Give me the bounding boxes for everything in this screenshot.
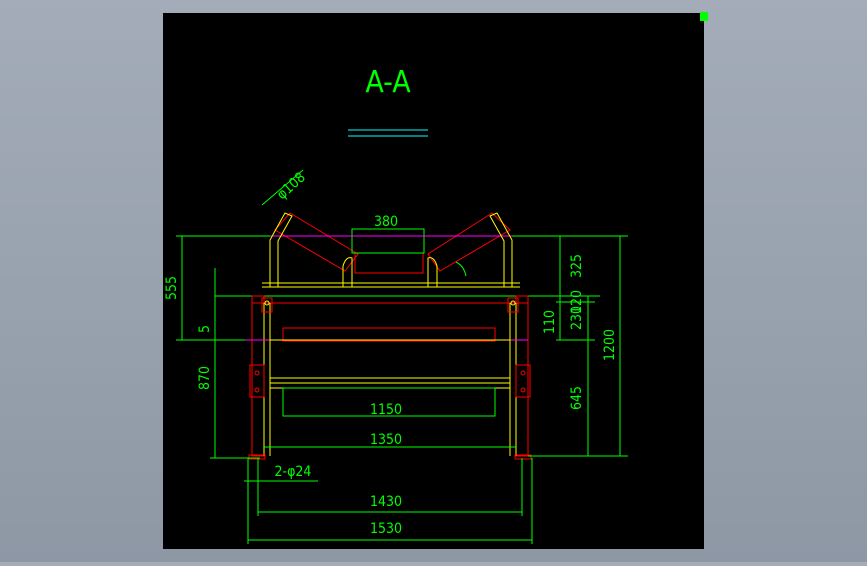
dim-1350: 1350 [370,432,402,448]
dim-110: 110 [542,310,558,334]
bottom-dimensions [244,415,533,544]
trough-idler [245,212,525,288]
dim-1150: 1150 [370,402,402,418]
dim-120: 120 [569,290,585,314]
dim-645: 645 [569,386,585,410]
center-roller-dim-box [351,228,425,254]
dim-5: 5 [197,325,213,333]
dim-1200: 1200 [602,329,618,361]
dim-380: 380 [374,214,398,230]
viewport-grip-icon[interactable] [700,12,708,21]
dim-1430: 1430 [370,494,402,510]
right-dimensions [512,235,628,457]
bolt-hole-callout: 2-φ24 [275,464,312,480]
return-roller [282,327,496,342]
left-dimensions [176,235,270,459]
title-underline [348,129,428,137]
dim-230: 230 [569,306,585,330]
section-title: A-A [365,65,411,100]
right-wing-roller [427,212,511,272]
left-wing-roller [274,212,359,272]
dim-1530: 1530 [370,521,402,537]
dim-555: 555 [164,276,180,300]
dim-325: 325 [569,254,585,278]
drawing-area[interactable] [163,13,704,549]
dim-870: 870 [197,366,213,390]
